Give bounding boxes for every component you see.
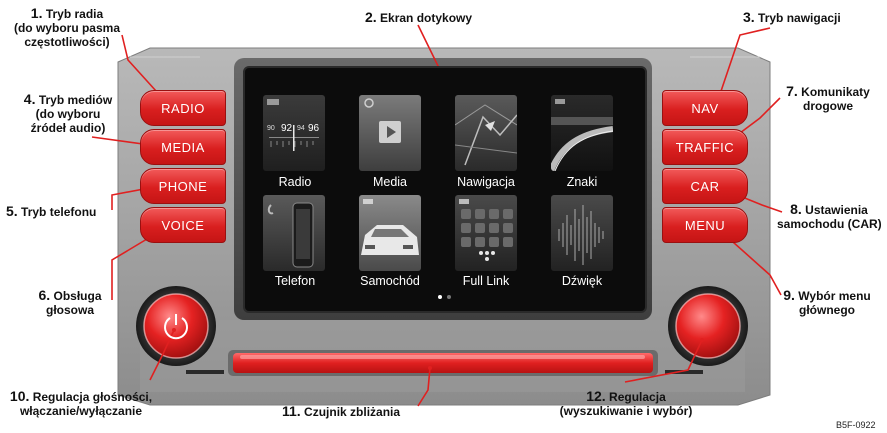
media-button[interactable]: MEDIA [140, 129, 226, 165]
callout-12-line2: (wyszukiwanie i wybór) [559, 404, 693, 418]
callout-9-line2: głównego [799, 303, 855, 317]
callout-11-number: 11. [282, 403, 301, 419]
tile-label-signs: Znaki [566, 175, 598, 189]
page-indicator [438, 295, 451, 299]
callout-10-line1: Regulacja głośności, [32, 390, 153, 404]
radio-freq-1: 90 [267, 125, 275, 132]
car-icon [361, 199, 419, 255]
radio-freq-2: 92 [281, 123, 293, 134]
callout-1-line3: częstotliwości) [24, 35, 110, 49]
tile-label-full-link: Full Link [462, 274, 510, 288]
callout-11: 11. Czujnik zbliżania [282, 404, 400, 419]
tile-navigation[interactable] [455, 95, 517, 171]
callout-7-number: 7. [786, 83, 798, 99]
callout-4-line3: źródeł audio) [30, 121, 106, 135]
callout-4-line2: (do wyboru [35, 107, 101, 121]
tile-full-link[interactable] [455, 195, 517, 271]
page-dot-active [438, 295, 442, 299]
callout-9-number: 9. [783, 287, 795, 303]
tile-label-phone: Telefon [274, 274, 316, 288]
radio-freq-4: 96 [308, 123, 320, 134]
tile-label-radio: Radio [278, 175, 312, 189]
callout-12-line1: Regulacja [609, 390, 666, 404]
power-icon [164, 314, 188, 340]
callout-6-line1: Obsługa [53, 289, 102, 303]
phone-icon [267, 202, 314, 268]
callout-9: 9. Wybór menu głównego [775, 288, 879, 317]
callout-1-line1: Tryb radia [45, 7, 104, 21]
tile-media[interactable] [359, 95, 421, 171]
road-icon [551, 99, 613, 171]
radio-freq-3: 94 [297, 125, 305, 132]
car-button[interactable]: CAR [662, 168, 748, 204]
radio-icon [267, 99, 319, 151]
callout-2: 2. Ekran dotykowy [365, 10, 472, 25]
callout-5-number: 5. [6, 203, 18, 219]
traffic-button[interactable]: TRAFFIC [662, 129, 748, 165]
tile-label-media: Media [372, 175, 408, 189]
callout-3-number: 3. [743, 9, 755, 25]
map-icon [455, 104, 517, 166]
nav-button[interactable]: NAV [662, 90, 748, 126]
callout-1-number: 1. [30, 5, 43, 21]
tile-sound[interactable] [551, 195, 613, 271]
tile-signs[interactable] [551, 95, 613, 171]
voice-button[interactable]: VOICE [140, 207, 226, 243]
callout-3: 3. Tryb nawigacji [743, 10, 841, 25]
radio-button[interactable]: RADIO [140, 90, 226, 126]
tile-phone[interactable] [263, 195, 325, 271]
menu-button[interactable]: MENU [662, 207, 748, 243]
callout-3-text: Tryb nawigacji [758, 11, 841, 25]
tile-radio[interactable]: 90 92 94 96 [263, 95, 325, 171]
volume-power-knob[interactable] [144, 294, 208, 358]
page-dot [447, 295, 451, 299]
callout-8-number: 8. [790, 201, 802, 217]
callout-2-number: 2. [365, 9, 377, 25]
callout-6: 6. Obsługa głosowa [30, 288, 110, 317]
tile-label-navigation: Nawigacja [457, 175, 515, 189]
tile-car[interactable] [359, 195, 421, 271]
callout-8-line1: Ustawienia [805, 203, 868, 217]
callout-1-line2: (do wyboru pasma [13, 21, 120, 35]
callout-12: 12. Regulacja (wyszukiwanie i wybór) [556, 389, 696, 418]
callout-1: 1. Tryb radia (do wyboru pasma częstotli… [12, 6, 122, 49]
callout-7: 7. Komunikaty drogowe [778, 84, 878, 113]
callout-5-text: Tryb telefonu [21, 205, 97, 219]
callout-5: 5. Tryb telefonu [6, 204, 96, 219]
callout-6-number: 6. [38, 287, 51, 303]
callout-10-line2: włączanie/wyłączanie [19, 404, 143, 418]
tile-label-sound: Dźwięk [561, 274, 603, 288]
sound-wave-icon [558, 205, 604, 265]
touchscreen[interactable]: 90 92 94 96 [243, 66, 647, 313]
callout-7-line1: Komunikaty [801, 85, 870, 99]
callout-8: 8. Ustawienia samochodu (CAR) [777, 201, 882, 231]
callout-10-number: 10. [9, 388, 30, 404]
callout-7-line2: drogowe [803, 99, 853, 113]
proximity-sensor [233, 353, 653, 373]
apps-grid-icon [459, 199, 513, 261]
callout-9-line1: Wybór menu [798, 289, 871, 303]
callout-4: 4. Tryb mediów (do wyboru źródeł audio) [18, 92, 118, 135]
callout-4-number: 4. [23, 91, 36, 107]
tile-label-car: Samochód [360, 274, 420, 288]
phone-button[interactable]: PHONE [140, 168, 226, 204]
play-icon [364, 98, 401, 143]
callout-12-number: 12. [586, 388, 606, 404]
tuning-select-knob[interactable] [676, 294, 740, 358]
callout-11-text: Czujnik zbliżania [304, 405, 401, 419]
callout-6-line2: głosowa [45, 303, 94, 317]
callout-10: 10. Regulacja głośności, włączanie/wyłąc… [6, 389, 156, 418]
callout-4-line1: Tryb mediów [38, 93, 113, 107]
callout-2-text: Ekran dotykowy [380, 11, 473, 25]
image-code: B5F-0922 [836, 420, 876, 430]
callout-8-line2: samochodu (CAR) [777, 217, 882, 231]
